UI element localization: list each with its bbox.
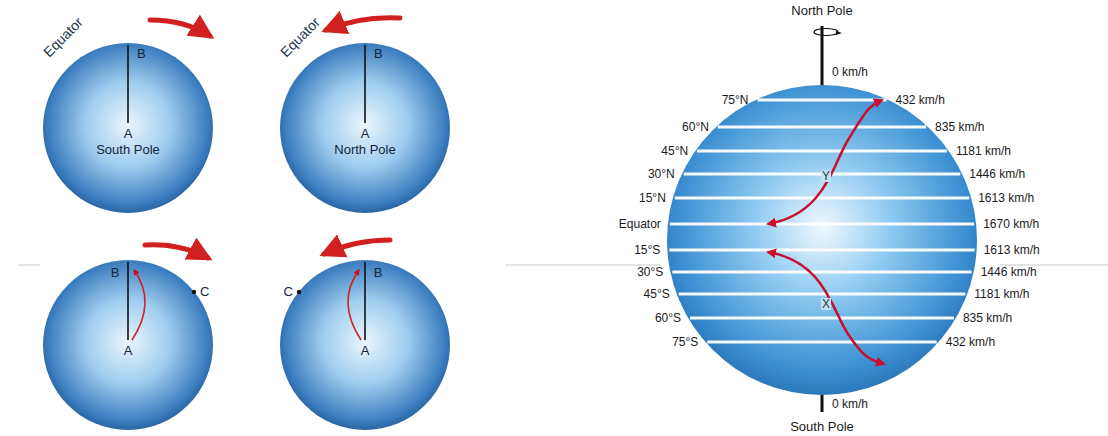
- curve-label: Y: [821, 170, 831, 182]
- point-label: B: [374, 266, 383, 279]
- point-label: C: [284, 285, 293, 298]
- point-label: B: [111, 266, 120, 279]
- latitude-label: 75°S: [672, 336, 698, 348]
- latitude-label: 30°S: [637, 266, 663, 278]
- speed-label: 835 km/h: [935, 121, 984, 133]
- latitude-label: 60°S: [655, 312, 681, 324]
- globe: C B A: [280, 260, 450, 430]
- globe: EquatorBASouth Pole: [43, 43, 213, 213]
- point-label: A: [361, 127, 370, 140]
- latitude-label: 75°N: [722, 94, 749, 106]
- latitude-label: 45°N: [661, 145, 688, 157]
- speed-label: 0 km/h: [832, 66, 868, 78]
- point-label: B: [137, 47, 146, 60]
- latitude-label: 45°S: [644, 288, 670, 300]
- speed-label: 835 km/h: [963, 312, 1012, 324]
- speed-label: 1181 km/h: [974, 288, 1029, 300]
- latitude-label: 15°N: [639, 192, 666, 204]
- pole-label: South Pole: [790, 420, 854, 433]
- speed-label: 1670 km/h: [983, 218, 1039, 230]
- speed-label: 0 km/h: [832, 398, 868, 410]
- speed-label: 1613 km/h: [984, 244, 1040, 256]
- point-label: A: [124, 344, 133, 357]
- pole-label: South Pole: [96, 143, 160, 156]
- point-label: C: [200, 285, 209, 298]
- curve-label: X: [821, 298, 831, 310]
- latitude-label: 30°N: [648, 168, 675, 180]
- pole-label: North Pole: [791, 4, 852, 17]
- speed-label: 1181 km/h: [956, 145, 1011, 157]
- speed-label: 432 km/h: [896, 94, 945, 106]
- point-label: A: [124, 127, 133, 140]
- speed-label: 1613 km/h: [978, 192, 1034, 204]
- globe: B C A: [43, 260, 213, 430]
- equator-label: Equator: [278, 15, 323, 60]
- point-label: B: [374, 47, 383, 60]
- speed-label: 1446 km/h: [981, 266, 1037, 278]
- globe: EquatorBANorth Pole: [280, 43, 450, 213]
- pole-label: North Pole: [334, 143, 395, 156]
- point-label: A: [361, 344, 370, 357]
- latitude-label: 15°S: [634, 244, 660, 256]
- equator-label: Equator: [41, 15, 86, 60]
- latitude-label: Equator: [619, 218, 661, 230]
- latitude-label: 60°N: [682, 121, 709, 133]
- speed-label: 1446 km/h: [969, 168, 1025, 180]
- speed-label: 432 km/h: [946, 336, 995, 348]
